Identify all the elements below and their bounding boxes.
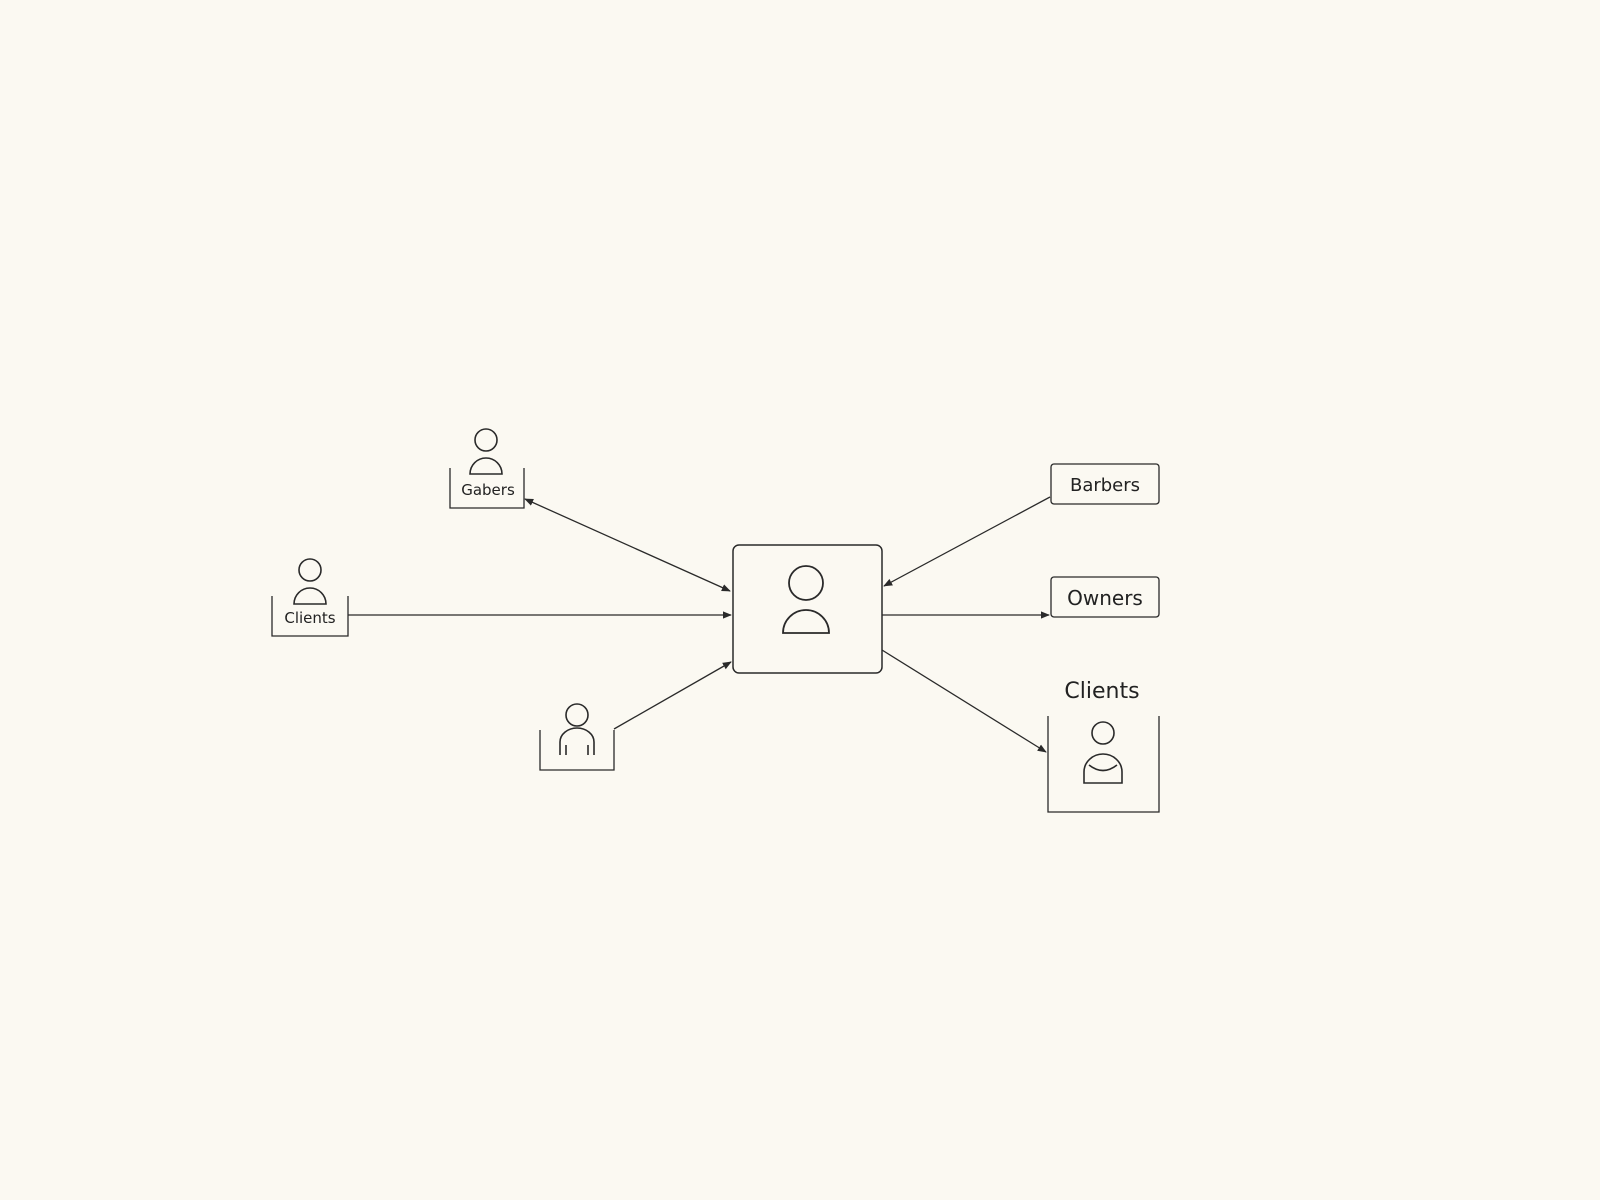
edges [348,496,1051,753]
node-right-mid[interactable]: Owners [1050,576,1160,618]
user-icon [293,558,327,605]
node-label-clients-left: Clients [284,609,335,627]
edge-central-to-right-bottom [881,649,1047,753]
node-left-top[interactable]: Gabers [449,428,525,509]
node-label-gabers: Gabers [461,481,515,499]
node-label-barbers: Barbers [1070,475,1140,496]
node-right-bottom[interactable]: Clients [1047,679,1160,813]
edge-right-top-to-central [883,496,1051,587]
user-icon [782,565,830,634]
edge-central-left-top [524,498,731,592]
user-icon [559,703,595,755]
node-label-owners: Owners [1067,586,1143,610]
node-central[interactable] [732,544,883,674]
user-icon [469,428,503,475]
node-left-mid[interactable]: Clients [271,558,349,637]
user-icon [1083,721,1123,784]
node-label-clients-right: Clients [1064,679,1139,704]
node-right-top[interactable]: Barbers [1050,463,1160,505]
node-left-bottom[interactable] [539,703,615,771]
edge-left-bottom-to-central [613,661,732,730]
